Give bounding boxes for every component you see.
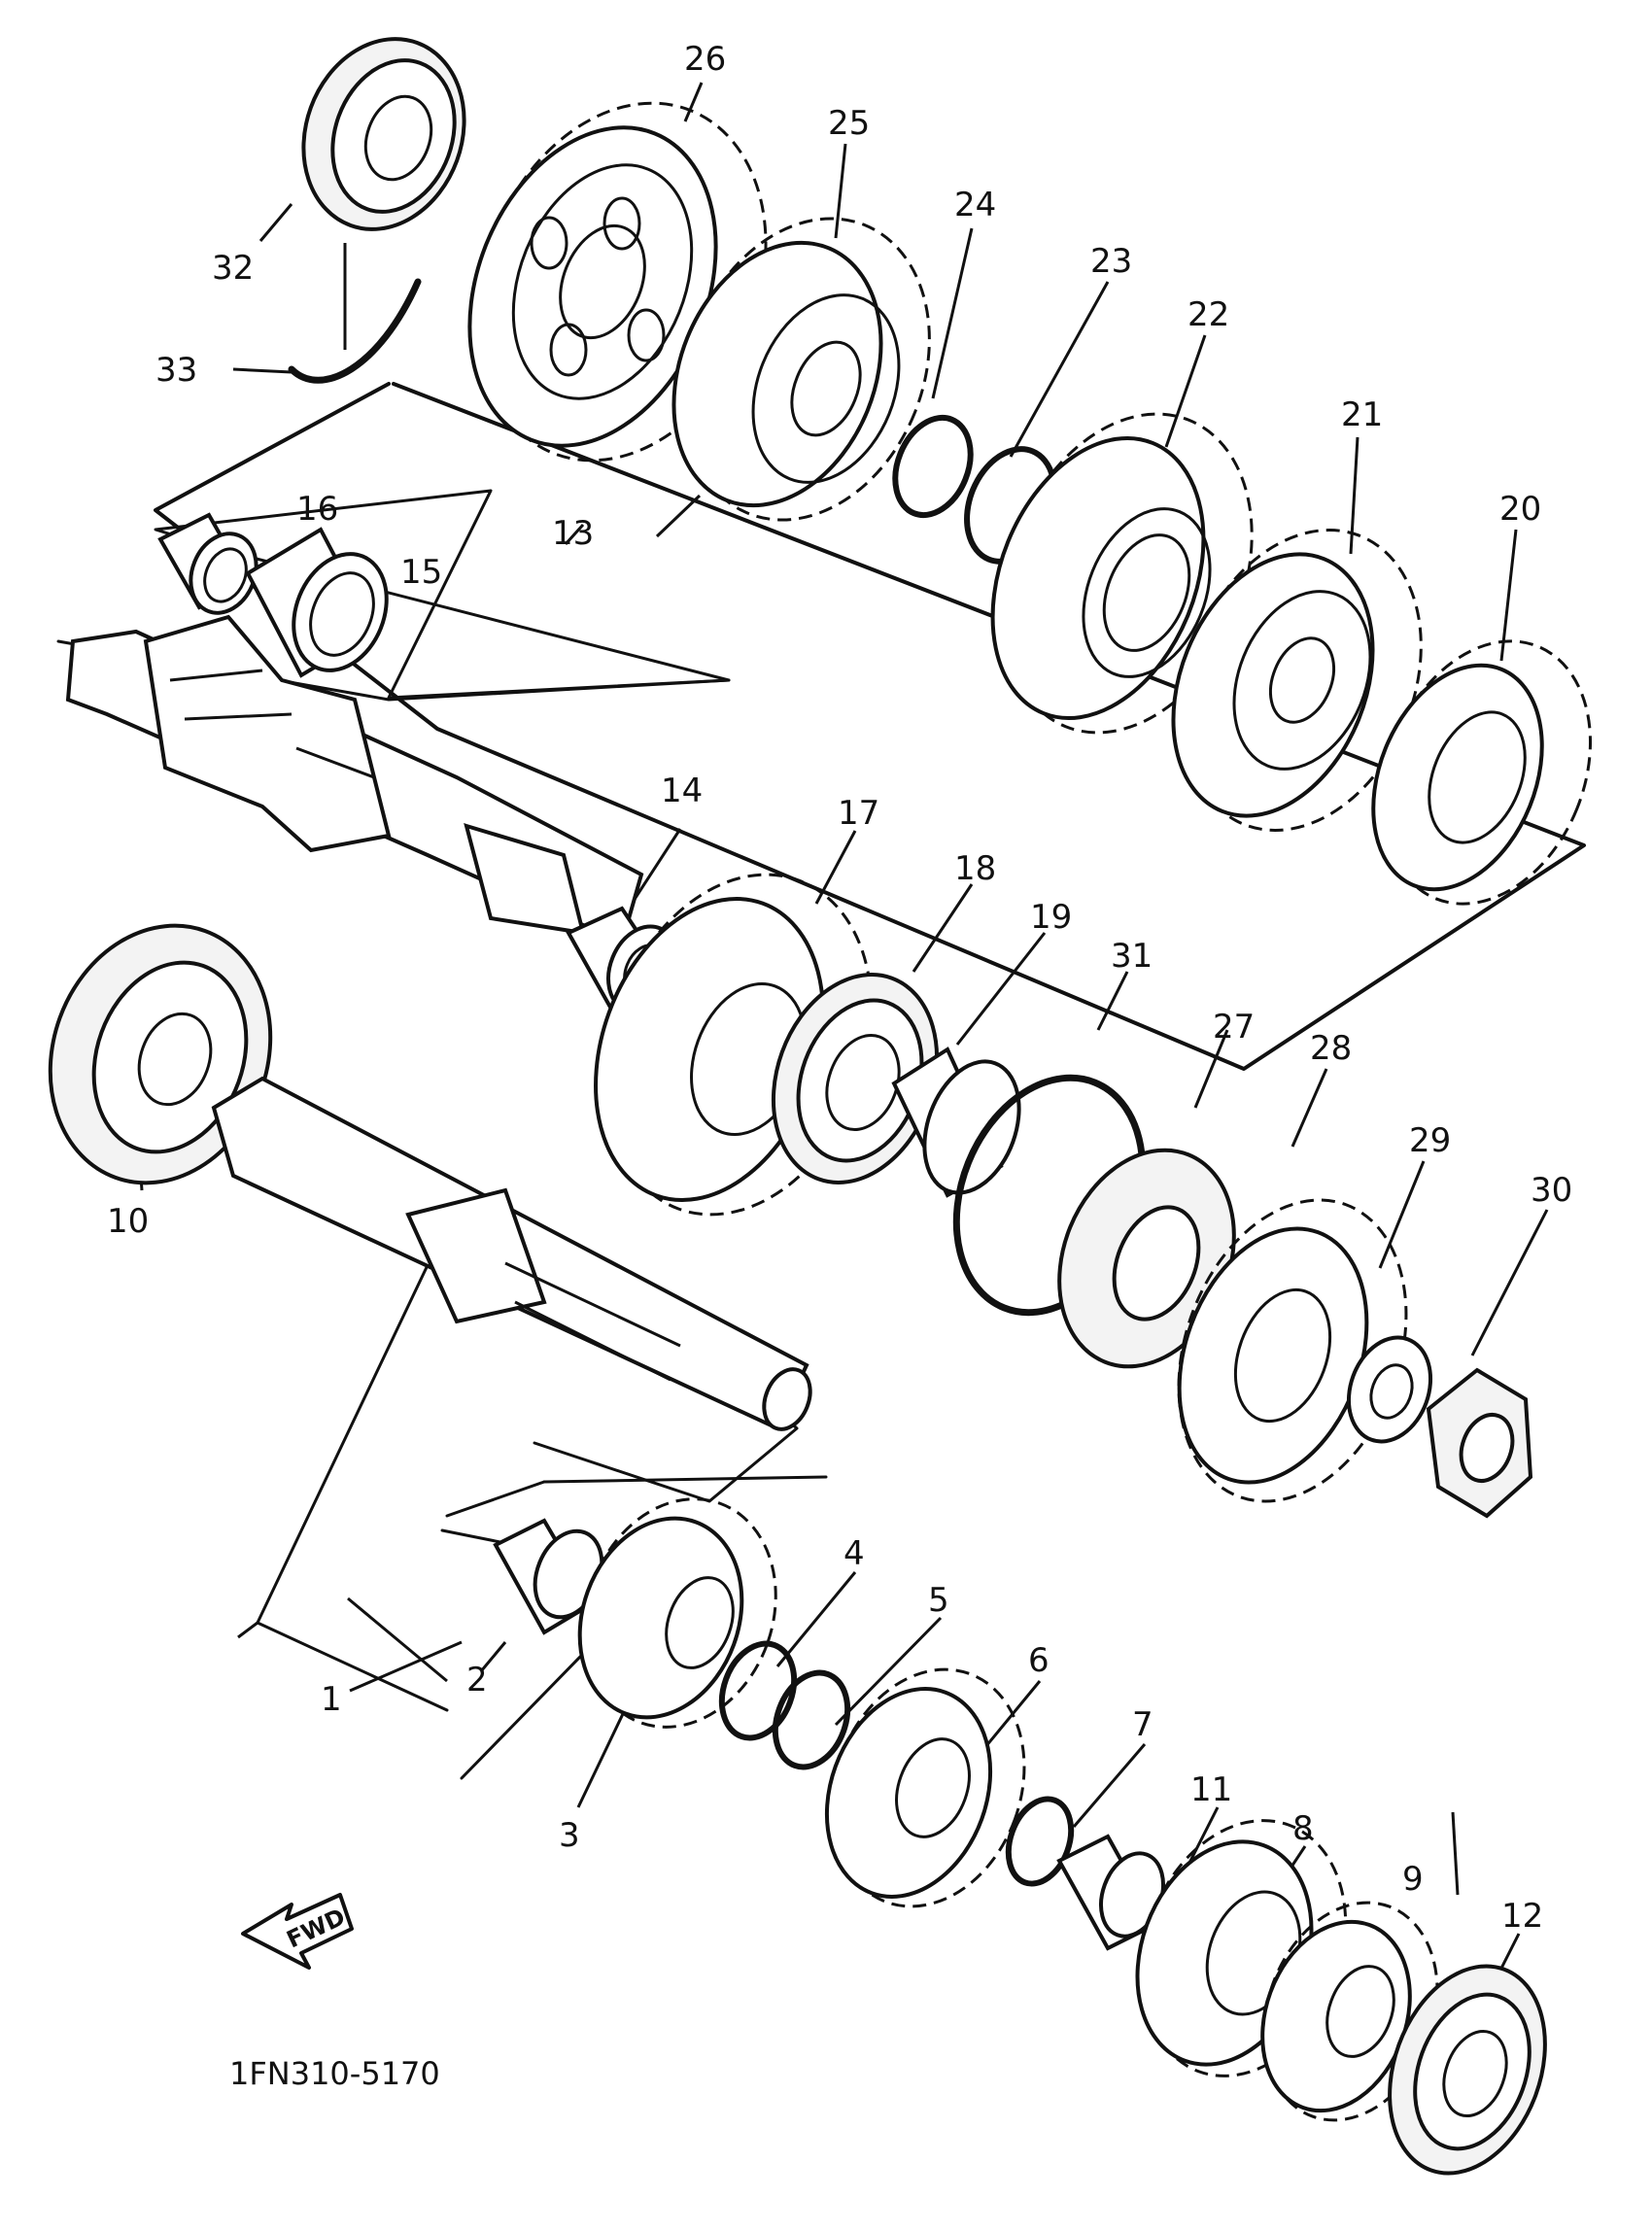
gear-22 <box>990 412 1254 735</box>
callout-16: 16 <box>296 490 338 529</box>
callout-19: 19 <box>1030 898 1072 937</box>
callout-14: 14 <box>661 772 703 810</box>
bearing-32 <box>301 37 466 231</box>
callout-4: 4 <box>843 1534 865 1573</box>
gear-3 <box>577 1497 777 1729</box>
callout-29: 29 <box>1409 1121 1451 1160</box>
callout-27: 27 <box>1213 1008 1255 1047</box>
bushing-15 <box>245 527 389 678</box>
washer-7 <box>1005 1796 1075 1887</box>
fwd-arrow-icon: FWD <box>241 1893 354 1970</box>
callout-8: 8 <box>1292 1809 1314 1848</box>
washer-4 <box>718 1640 798 1741</box>
callout-20: 20 <box>1499 490 1541 529</box>
callout-22: 22 <box>1187 295 1229 334</box>
gear-25 <box>671 217 931 522</box>
bearing-12 <box>1388 1964 1547 2176</box>
nut-30 <box>1426 1367 1533 1519</box>
circlip-24 <box>892 414 974 519</box>
callout-2: 2 <box>466 1661 488 1699</box>
callout-1: 1 <box>321 1680 342 1719</box>
callout-12: 12 <box>1501 1897 1543 1936</box>
callout-13: 13 <box>552 514 594 553</box>
callout-11: 11 <box>1190 1770 1232 1809</box>
callout-21: 21 <box>1341 395 1383 434</box>
oil-seal-27 <box>1057 1148 1236 1369</box>
callout-30: 30 <box>1531 1171 1572 1210</box>
callout-6: 6 <box>1028 1641 1050 1680</box>
callout-10: 10 <box>107 1202 149 1241</box>
gear-6 <box>824 1667 1026 1908</box>
gear-9 <box>1260 1901 1439 2122</box>
circlip-33 <box>288 278 422 384</box>
circlip-5 <box>772 1669 851 1770</box>
callout-25: 25 <box>828 104 870 143</box>
gear-20 <box>1371 639 1593 906</box>
callout-7: 7 <box>1132 1705 1153 1744</box>
callout-5: 5 <box>928 1581 949 1620</box>
callout-26: 26 <box>684 40 726 79</box>
main-axle-13 <box>65 614 644 945</box>
drive-axle-1 <box>211 1076 812 1431</box>
callout-31: 31 <box>1111 937 1153 976</box>
bearing-18 <box>771 973 940 1184</box>
callout-23: 23 <box>1090 242 1132 281</box>
callout-28: 28 <box>1310 1029 1352 1068</box>
callout-15: 15 <box>400 553 442 592</box>
callout-labels: 1 2 3 4 5 6 7 8 9 10 11 12 13 14 15 16 1… <box>107 40 1572 1936</box>
lock-washer-29 <box>1346 1335 1433 1444</box>
bushing-16 <box>157 512 258 615</box>
bushing-11 <box>1056 1834 1165 1951</box>
callout-3: 3 <box>559 1816 580 1855</box>
callout-17: 17 <box>838 794 879 833</box>
callout-18: 18 <box>954 849 996 888</box>
collar-19 <box>891 1047 1021 1198</box>
leader-lines <box>134 82 1549 2008</box>
callout-32: 32 <box>212 249 254 288</box>
callout-9: 9 <box>1402 1860 1424 1899</box>
callout-33: 33 <box>155 351 197 390</box>
callout-24: 24 <box>954 186 996 224</box>
figure-code: 1FN310-5170 <box>229 2055 440 2092</box>
